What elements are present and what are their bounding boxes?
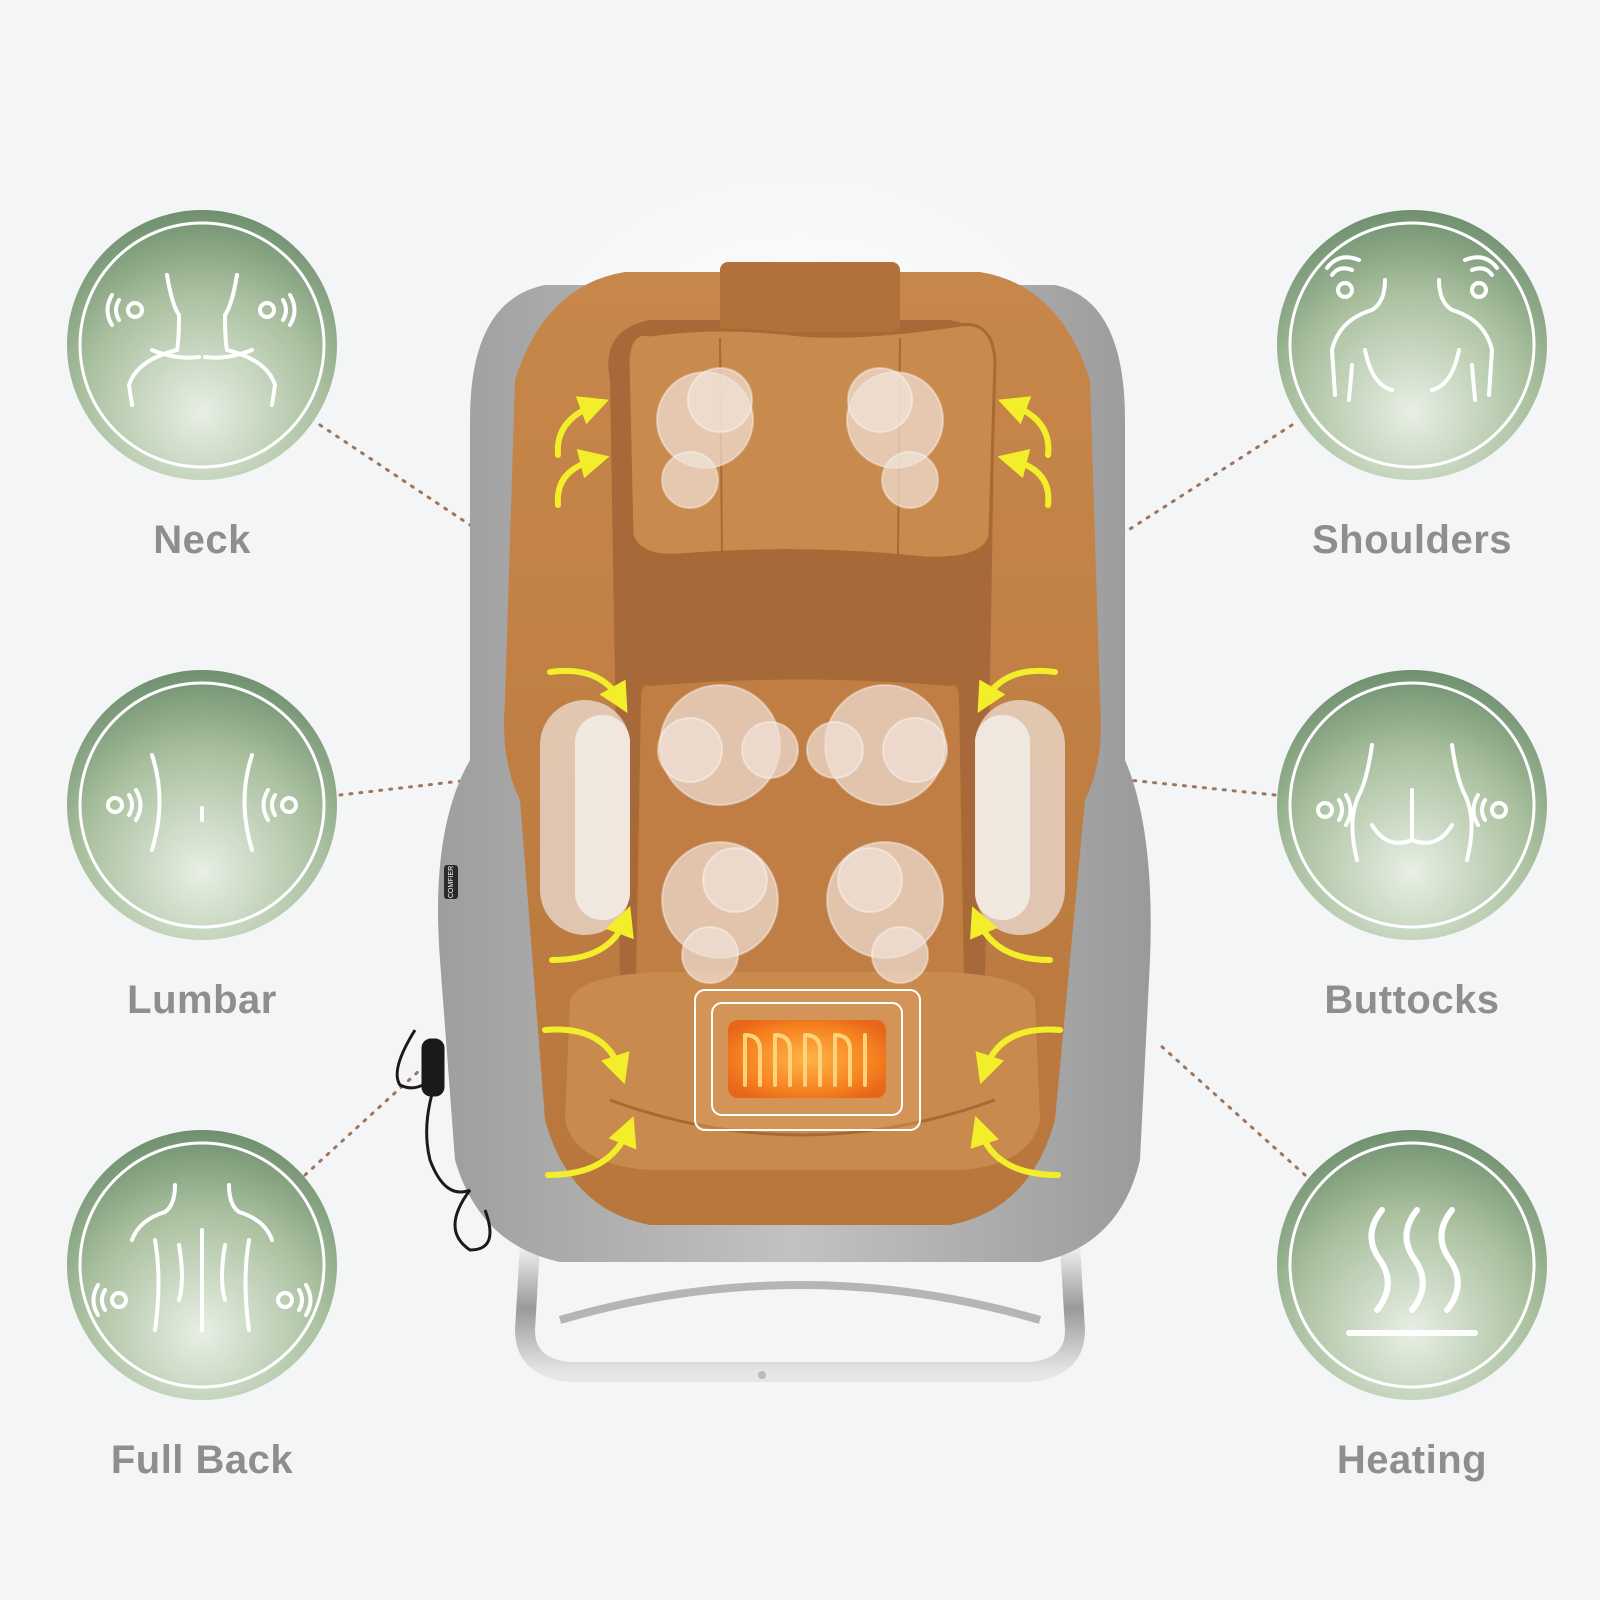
feature-label-shoulders: Shoulders <box>1311 518 1513 562</box>
leader-line-heating <box>1158 1043 1307 1177</box>
feature-label-buttocks: Buttocks <box>1324 978 1500 1022</box>
headrest-strap <box>720 262 900 332</box>
node-cluster-low-left <box>661 841 779 984</box>
feature-label-lumbar: Lumbar <box>127 978 277 1022</box>
brand-tag-text: COMFIER <box>448 866 455 898</box>
feature-buttocks: Buttocks <box>1272 670 1552 1023</box>
leader-line-lumbar <box>338 778 472 797</box>
remote-cable <box>395 1029 492 1252</box>
massage-nodes <box>656 367 948 984</box>
leader-line-shoulders <box>1103 423 1294 547</box>
node-cluster-top-left <box>656 367 754 509</box>
node-cluster-mid-right <box>806 684 948 806</box>
node-cluster-low-right <box>826 841 944 984</box>
brand-tag <box>444 865 458 899</box>
neck-icon <box>67 210 337 480</box>
feature-heating: Heating <box>1272 1130 1552 1483</box>
feature-shoulders: Shoulders <box>1272 210 1552 563</box>
lumbar-icon <box>67 670 337 940</box>
feature-label-neck: Neck <box>153 518 251 562</box>
feature-label-heating: Heating <box>1336 1438 1488 1482</box>
shoulders-icon <box>1277 210 1547 480</box>
feature-lumbar: Lumbar <box>62 670 342 1023</box>
chrome-base <box>514 1244 1086 1382</box>
node-cluster-mid-left <box>657 684 799 806</box>
buttocks-icon <box>1277 670 1547 940</box>
feature-full-back: Full Back <box>62 1130 342 1483</box>
feature-label-full-back: Full Back <box>110 1438 294 1482</box>
node-cluster-top-right <box>846 367 944 509</box>
feature-neck: Neck <box>62 210 342 563</box>
motion-arrows <box>542 396 1063 1178</box>
leader-line-buttocks <box>1126 778 1277 797</box>
side-airbags <box>540 700 1065 935</box>
heating-icon <box>1277 1130 1547 1400</box>
leader-line-full-back <box>303 1068 422 1177</box>
full-back-icon <box>67 1130 337 1400</box>
heating-pad <box>694 989 921 1131</box>
